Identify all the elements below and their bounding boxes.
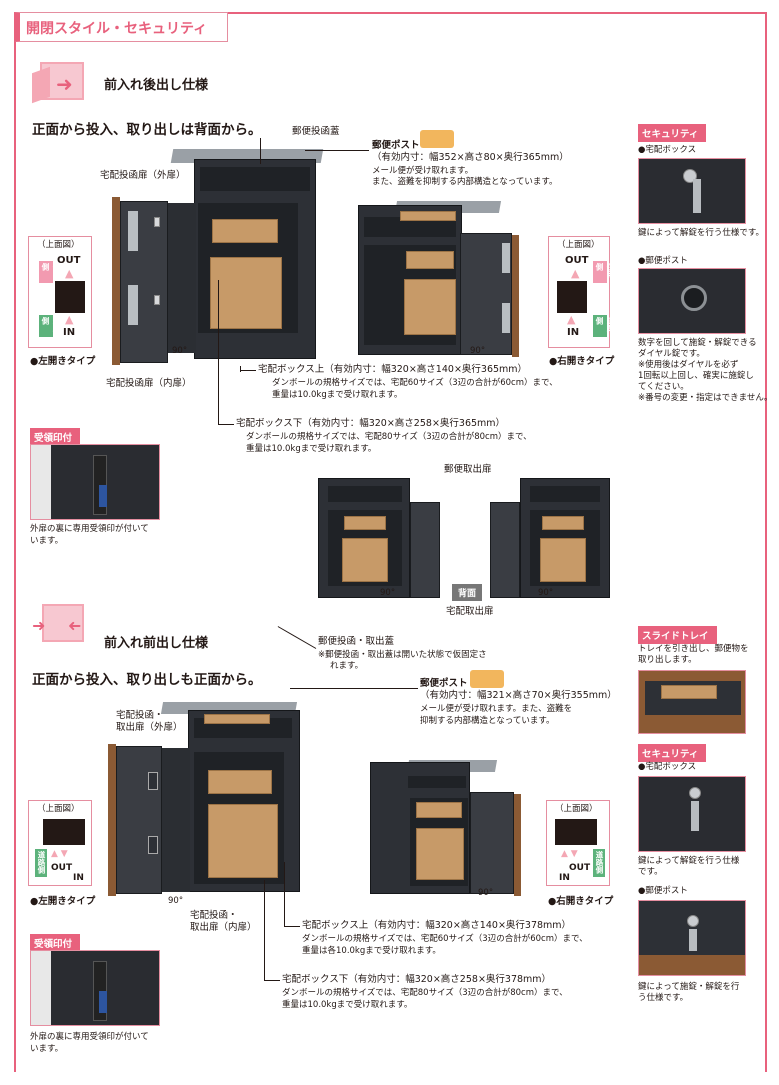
front-cabinet-right-image	[356, 195, 526, 360]
back-view-image	[316, 470, 610, 600]
receipt-tag: 受領印付	[30, 428, 81, 446]
frame-right-line	[765, 12, 767, 1072]
front-out-icon: ➜ ➜	[30, 600, 96, 646]
key-lock-icon	[689, 787, 701, 799]
security-tag-2: セキュリティ	[638, 744, 707, 762]
back-post-door-label: 郵便取出扉	[444, 464, 492, 475]
lower-box-note-1: ダンボールの規格サイズでは、宅配80サイズ（3辺の合計が80cm）まで、	[246, 432, 532, 442]
page-title: 開閉スタイル・セキュリティ	[14, 12, 228, 42]
post-dims: （有効内寸：幅352×高さ80×奥行365mm）	[372, 152, 569, 163]
post-note-1: メール便が受け取れます。	[372, 166, 474, 176]
security-box-photo-2	[638, 776, 746, 852]
security-box-note: 鍵によって解錠を行う仕様です。	[638, 228, 764, 238]
topview-left-2: （上面図） 道路側 ▲ ▼ OUT IN	[28, 800, 92, 886]
out-arrow-icon: ▲ ▼	[51, 849, 68, 859]
section1-subheading: 正面から投入、取り出しは背面から。	[32, 122, 262, 138]
leader-line	[305, 150, 369, 151]
security-tag: セキュリティ	[638, 124, 707, 142]
lid2-label: 郵便投函・取出蓋	[318, 636, 395, 647]
receipt-note-2: います。	[30, 536, 64, 546]
house-side-label-right: 住宅側	[593, 261, 615, 283]
topview-left: （上面図） 住宅側 OUT ▲ ▲ IN 道路側	[28, 236, 92, 348]
inner-door-label: 宅配投函扉（内扉）	[106, 378, 192, 389]
out-label: OUT	[57, 255, 81, 266]
right-type-label-2: ●右開きタイプ	[548, 896, 614, 907]
front-front-cabinet-image	[108, 700, 304, 900]
slide-tray-photo	[638, 670, 746, 734]
lower-box-label: 宅配ボックス下（有効内寸：幅320×高さ258×奥行365mm）	[236, 418, 506, 429]
house-side-label: 住宅側	[39, 261, 61, 283]
upper-box-label: 宅配ボックス上（有効内寸：幅320×高さ140×奥行365mm）	[258, 364, 528, 375]
section2-heading: 前入れ前出し仕様	[104, 636, 209, 651]
lower-box-note-2: 重量は10.0kgまで受け取れます。	[246, 444, 377, 454]
frame-top-line	[228, 12, 765, 14]
security-post-label: ●郵便ポスト	[638, 256, 688, 266]
receipt-tag-2: 受領印付	[30, 934, 81, 952]
angle-label: 90°	[172, 346, 188, 356]
outer-door-label: 宅配投函扉（外扉）	[100, 170, 186, 181]
security-post-photo-2	[638, 900, 746, 976]
topview-right: （上面図） OUT 住宅側 ▲ ▲ IN 道路側	[548, 236, 615, 348]
security-box-label: ●宅配ボックス	[638, 145, 697, 155]
slide-tag: スライドトレイ	[638, 626, 717, 644]
post2-title: 郵便ポスト	[420, 678, 468, 689]
receipt-note-1: 外扉の裏に専用受領印が付いて	[30, 524, 149, 534]
in-arrow-icon: ▲	[65, 313, 74, 326]
road-side-label: 道路側	[39, 315, 61, 337]
front-front-cabinet-right-image	[368, 758, 528, 898]
cabinet-topview-shape	[43, 819, 85, 845]
angle-label-right: 90°	[470, 346, 486, 356]
back-take-door-label: 宅配取出扉	[446, 606, 494, 617]
receipt-photo	[30, 444, 160, 520]
road-side-label-right: 道路側	[593, 315, 615, 337]
mail-badge-icon	[420, 130, 454, 148]
key-lock-icon	[687, 915, 699, 927]
security-box-photo	[638, 158, 746, 224]
rear-out-icon: ➜	[30, 58, 96, 104]
upper-box-note-1: ダンボールの規格サイズでは、宅配60サイズ（3辺の合計が60cm）まで、	[272, 378, 558, 388]
frame-left-line	[14, 42, 16, 1072]
topview-caption: （上面図）	[37, 240, 80, 250]
in-arrow-icon: ▲	[567, 313, 576, 326]
left-type-label: ●左開きタイプ	[30, 356, 96, 367]
security-post-photo	[638, 268, 746, 334]
upper-box-note-2: 重量は10.0kgまで受け取れます。	[272, 390, 403, 400]
receipt-photo-2	[30, 950, 160, 1026]
mail-badge-icon	[470, 670, 504, 688]
section1-heading: 前入れ後出し仕様	[104, 78, 209, 93]
dial-lock-icon	[681, 285, 707, 311]
page-title-text: 開閉スタイル・セキュリティ	[26, 21, 208, 37]
in-label: IN	[63, 327, 76, 338]
out-arrow-icon: ▲	[65, 267, 74, 280]
right-type-label: ●右開きタイプ	[549, 356, 615, 367]
post-title: 郵便ポスト	[372, 140, 420, 151]
back-label: 背面	[452, 584, 483, 601]
cabinet-topview-shape	[55, 281, 85, 313]
leader-line	[260, 138, 261, 164]
left-type-label-2: ●左開きタイプ	[30, 896, 96, 907]
section2-subheading: 正面から投入、取り出しも正面から。	[32, 672, 262, 688]
out-arrow-icon: ▲	[571, 267, 580, 280]
in-arrow-icon: ▲ ▼	[561, 849, 578, 859]
front-cabinet-image	[112, 145, 324, 370]
post-note-2: また、盗難を抑制する内部構造となっています。	[372, 177, 558, 187]
lid-label: 郵便投函蓋	[292, 126, 340, 137]
topview-right-2: （上面図） ▲ ▼ IN OUT 道路側	[546, 800, 610, 886]
